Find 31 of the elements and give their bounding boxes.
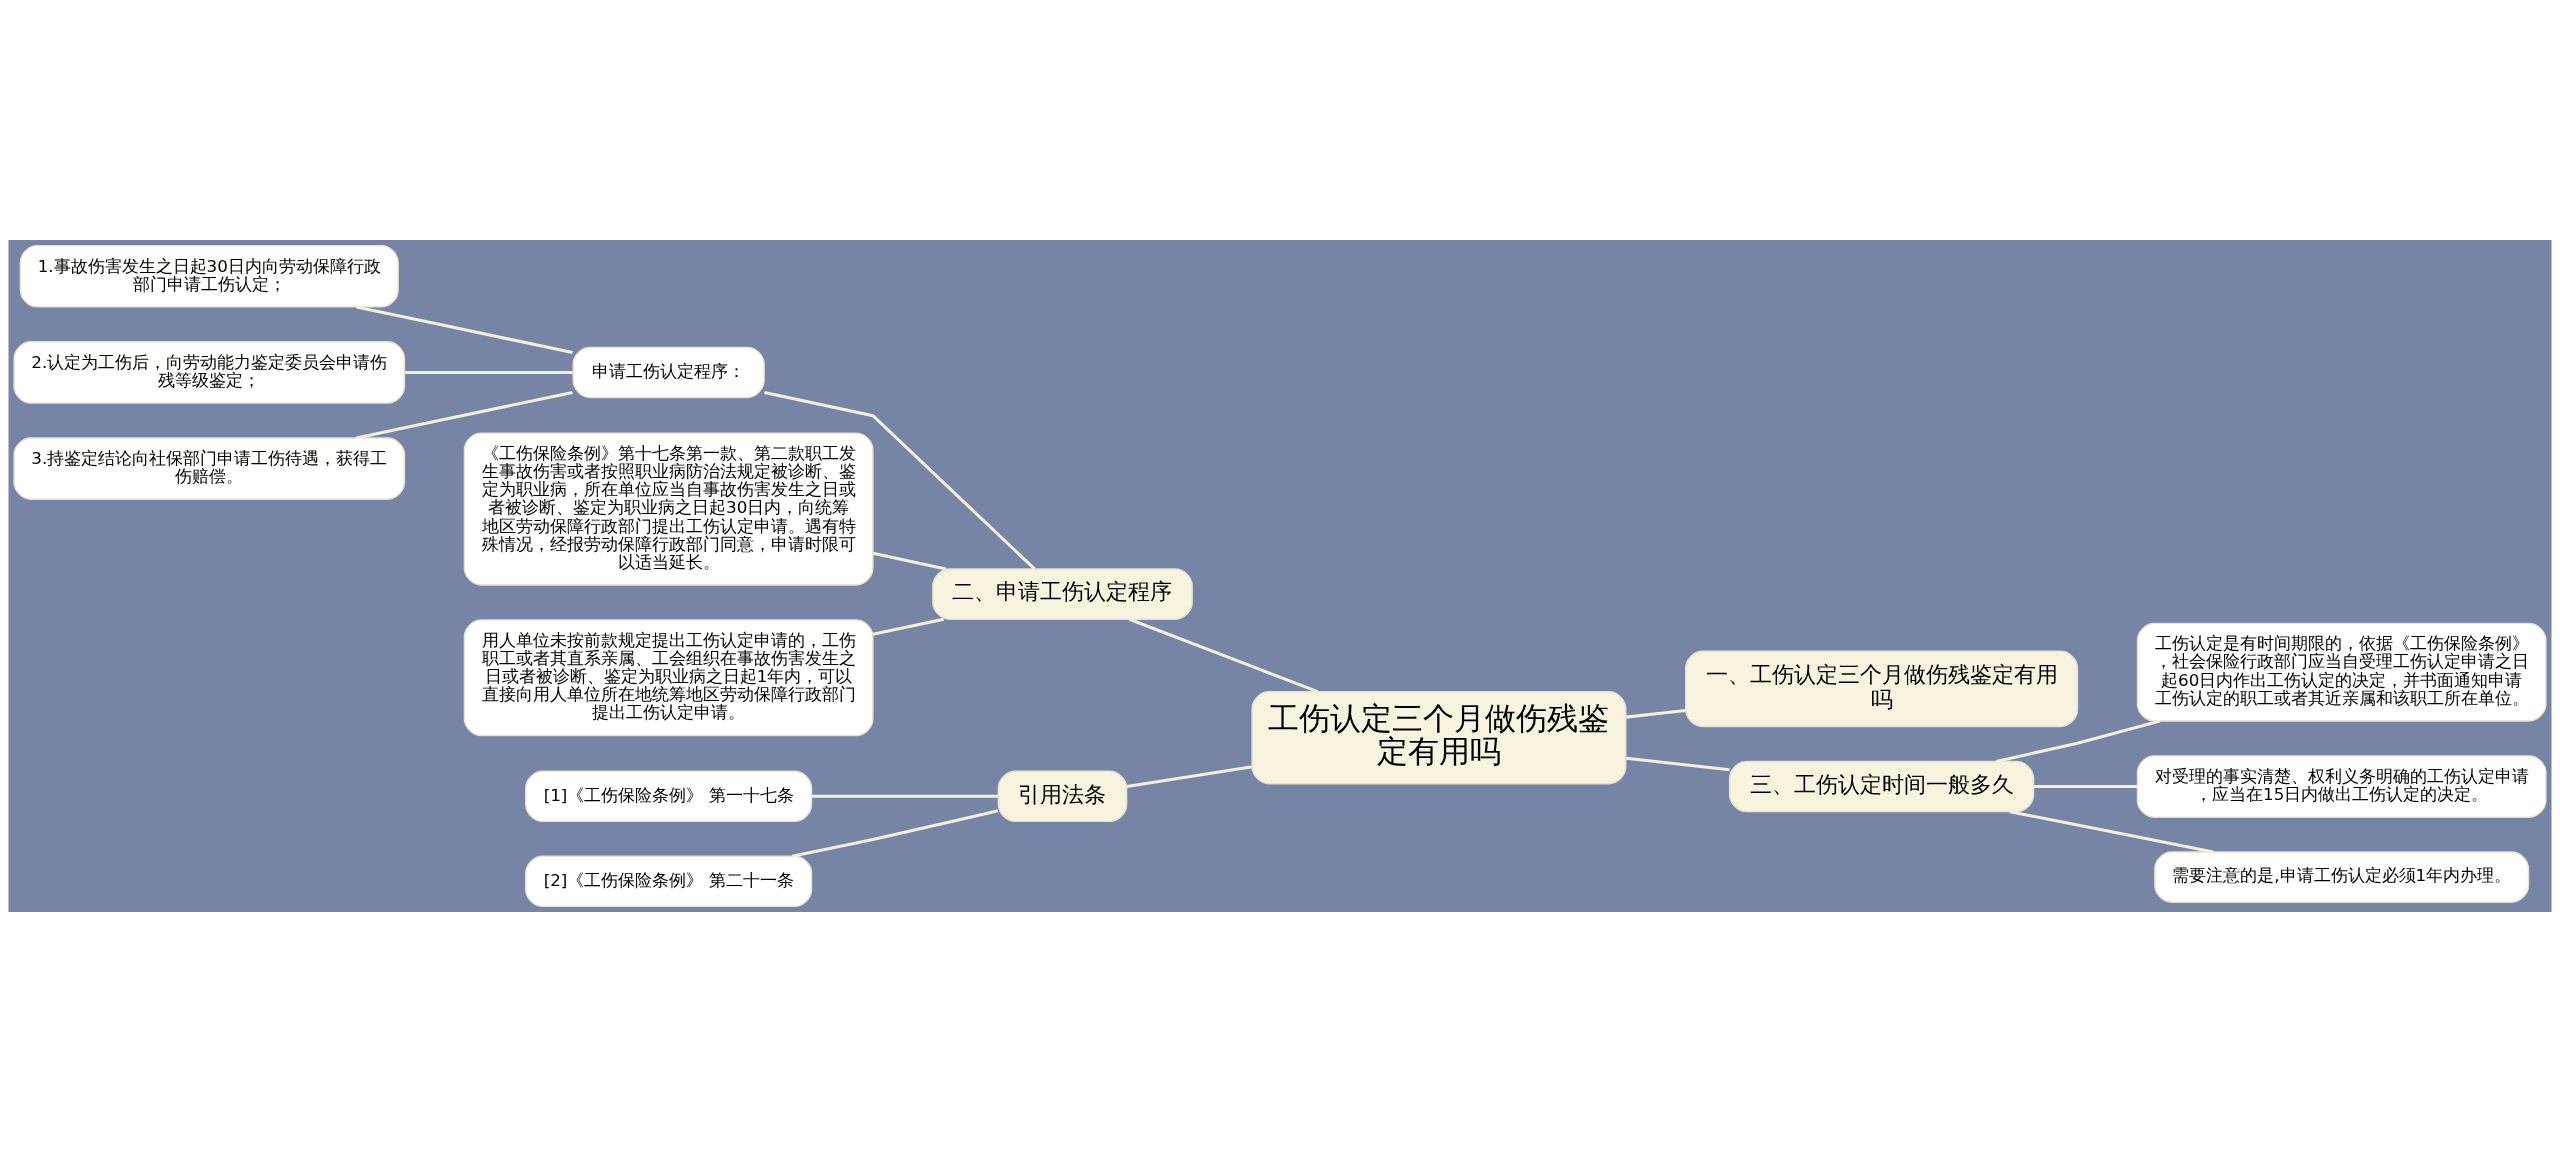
- connector: [356, 390, 573, 439]
- connector: [1995, 719, 2161, 763]
- node-box: 一、工伤认定三个月做伤残鉴定有用吗: [1685, 650, 2079, 727]
- node-box: 3.持鉴定结论向社保部门申请工伤待遇，获得工伤赔偿。: [13, 436, 406, 500]
- node-box: 2.认定为工伤后，向劳动能力鉴定委员会申请伤残等级鉴定；: [13, 340, 406, 404]
- node-box: 《工伤保险条例》第十七条第一款、第二款职工发生事故伤害或者按照职业病防治法规定被诊断、鉴定为职业病，所在单位应当自事故伤害发生之日或者被诊断、鉴定为职业病之日起30日内，向统筹地区劳动保障行政部门提出工伤认定申请。遇有特殊情况，经报劳动保障行政部门同意，申请时限可以适当延长。: [463, 431, 874, 586]
- node-box: 二、申请工伤认定程序: [932, 567, 1193, 620]
- node-box: 对受理的事实清楚、权利义务明确的工伤认定申请，应当在15日内做出工伤认定的决定。: [2136, 754, 2547, 818]
- connector: [1126, 764, 1252, 788]
- connector: [2034, 784, 2138, 788]
- connector: [1626, 708, 1686, 719]
- node-box: 1.事故伤害发生之日起30日内向劳动保障行政部门申请工伤认定；: [19, 244, 399, 308]
- connector: [2009, 809, 2214, 853]
- node-box: 申请工伤认定程序：: [572, 346, 765, 398]
- node-box: 三、工伤认定时间一般多久: [1728, 760, 2035, 812]
- node-box: [1]《工伤保险条例》 第一十七条: [525, 770, 813, 822]
- node-box: 需要注意的是,申请工伤认定必须1年内办理。: [2154, 850, 2530, 903]
- connector: [791, 808, 999, 858]
- node-box: 工伤认定三个月做伤残鉴定有用吗: [1251, 690, 1627, 784]
- connector: [872, 617, 944, 636]
- connector: [764, 390, 1036, 570]
- connector: [1626, 756, 1730, 771]
- connector: [1128, 617, 1319, 693]
- node-box: 用人单位未按前款规定提出工伤认定申请的，工伤职工或者其直系亲属、工会组织在事故伤害发生之日或者被诊断、鉴定为职业病之日起1年内，可以直接向用人单位所在地统筹地区劳动保障行政部门提出工伤认定申请。: [463, 618, 874, 736]
- node-box: [2]《工伤保险条例》 第二十一条: [525, 855, 813, 907]
- node-box: 引用法条: [997, 770, 1128, 822]
- connector: [356, 304, 573, 354]
- connector: [872, 551, 946, 570]
- connector: [811, 794, 998, 798]
- node-box: 工伤认定是有时间期限的，依据《工伤保险条例》，社会保险行政部门应当自受理工伤认定申请之日起60日内作出工伤认定的决定，并书面通知申请工伤认定的职工或者其近亲属和该职工所在单位。: [2136, 622, 2547, 722]
- connector: [404, 370, 573, 374]
